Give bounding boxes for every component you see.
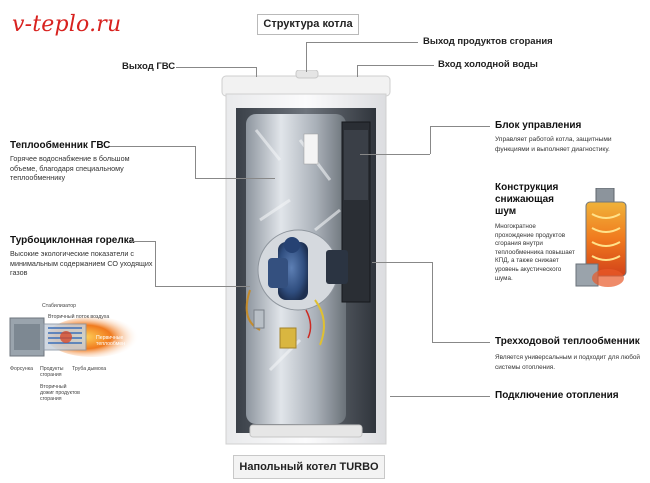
- desc-line: Является универсальным и подходит для лю…: [495, 354, 640, 361]
- desc-line: теплообменника повышает: [495, 248, 575, 256]
- section-noise-design: Конструкция снижающая шум Многократное п…: [495, 182, 585, 283]
- desc-line: газов: [10, 268, 28, 277]
- section-dhw-exchanger: Теплообменник ГВС Горячее водоснабжение …: [10, 140, 170, 183]
- tiny-line: дожиг продуктов: [40, 390, 80, 396]
- burner-label-stabilizer: Стабилизатор: [42, 303, 76, 309]
- leader-line: [372, 262, 432, 263]
- section-burner: Турбоциклонная горелка Высокие экологиче…: [10, 235, 180, 278]
- desc-line: Высокие экологические показатели с: [10, 249, 134, 258]
- section-title: Блок управления: [495, 120, 582, 131]
- section-title-line: шум: [495, 206, 517, 217]
- site-watermark: v-teplo.ru: [12, 12, 122, 37]
- desc-line: объеме, благодаря специальному: [10, 163, 124, 173]
- section-title: Турбоциклонная горелка: [10, 235, 135, 246]
- boiler-illustration: [221, 70, 391, 445]
- label-flue-outlet: Выход продуктов сгорания: [423, 36, 553, 47]
- leader-line: [130, 241, 155, 242]
- leader-line: [357, 65, 358, 77]
- diagram-title: Структура котла: [257, 14, 359, 35]
- leader-line: [256, 67, 257, 77]
- desc-line: прохождение продуктов: [495, 231, 566, 239]
- leader-line: [430, 126, 431, 154]
- burner-label-nozzle: Форсунка: [10, 366, 34, 372]
- desc-line: теплообменнику: [10, 173, 66, 182]
- leader-line: [357, 65, 434, 66]
- tiny-line: теплообмен: [96, 341, 126, 347]
- leader-line: [110, 146, 195, 147]
- label-heating-connection: Подключение отопления: [495, 390, 619, 401]
- leader-line: [360, 154, 430, 155]
- section-title: Теплообменник ГВС: [10, 140, 111, 151]
- leader-line: [306, 42, 307, 72]
- label-dhw-outlet: Выход ГВС: [122, 61, 176, 72]
- desc-line: Управляет работой котла, защитными: [495, 136, 612, 143]
- leader-line: [306, 42, 418, 43]
- section-control-unit: Блок управления Управляет работой котла,…: [495, 120, 645, 154]
- desc-line: функциями и выполняет диагностику.: [495, 145, 610, 153]
- section-three-pass-exchanger: Трехходовой теплообменник Является униве…: [495, 336, 650, 372]
- diagram-caption: Напольный котел TURBO: [233, 455, 385, 479]
- heat-exchanger-cutaway: [575, 188, 627, 287]
- leader-line: [432, 262, 433, 342]
- section-title: Трехходовой теплообменник: [495, 336, 640, 347]
- leader-line: [155, 241, 156, 286]
- burner-label-flue-pipe: Труба дымоха: [72, 366, 107, 372]
- burner-cutaway-diagram: [9, 317, 139, 357]
- leader-line: [430, 126, 490, 127]
- burner-label-secondary-smoke: Вторичный дожиг продуктов сгорания: [40, 384, 80, 402]
- leader-line: [390, 396, 490, 397]
- tiny-line: сгорания: [40, 372, 62, 378]
- desc-line: уровень акустического: [495, 265, 562, 273]
- leader-line: [195, 146, 196, 178]
- leader-line: [155, 286, 250, 287]
- desc-line: Многократное: [495, 223, 536, 230]
- desc-line: сгорания внутри: [495, 240, 543, 248]
- burner-label-combustion-products: Продукты сгорания: [40, 366, 63, 378]
- burner-label-secondary-air: Вторичный поток воздуха: [48, 314, 110, 320]
- tiny-line: Вторичный: [40, 384, 67, 390]
- burner-label-flame: Первичные теплообмен: [96, 335, 125, 347]
- tiny-line: Первичные: [96, 335, 124, 341]
- section-title-line: снижающая: [495, 194, 555, 205]
- section-title-line: Конструкция: [495, 182, 559, 193]
- tiny-line: Продукты: [40, 366, 64, 372]
- desc-line: системы отопления.: [495, 363, 556, 371]
- leader-line: [176, 67, 256, 68]
- desc-line: минимальным содержанием СО уходящих: [10, 258, 153, 268]
- desc-line: Горячее водоснабжение в большом: [10, 154, 130, 163]
- leader-line: [432, 342, 490, 343]
- tiny-line: сгорания: [40, 396, 62, 402]
- leader-line: [195, 178, 275, 179]
- desc-line: шума.: [495, 274, 513, 282]
- desc-line: КПД, а также снижает: [495, 257, 559, 265]
- label-cold-water-inlet: Вход холодной воды: [438, 59, 538, 70]
